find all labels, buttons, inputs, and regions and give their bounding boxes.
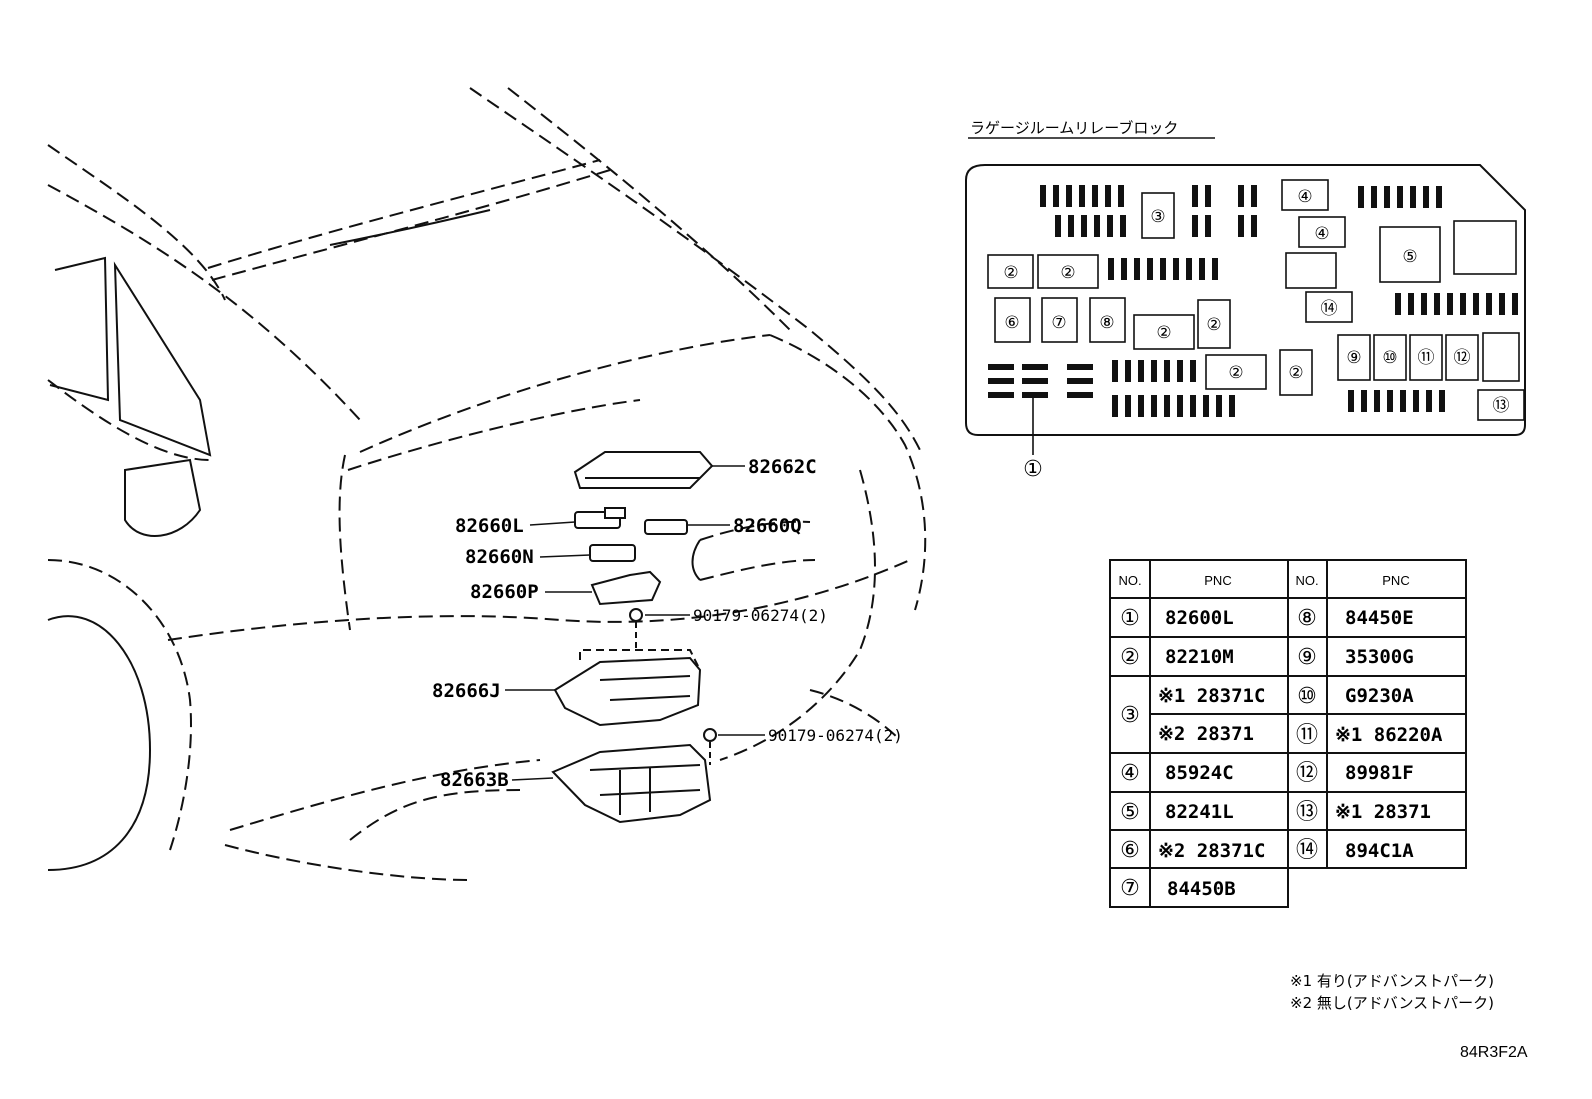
table-right-no-11: ⑪ [1296,723,1318,748]
relay-block-leader-ref: ① [1023,457,1043,482]
relay-position-boxes [987,179,1525,421]
relay-pos-4b: ④ [1314,224,1329,244]
fuse-slot-groups [988,185,1518,417]
table-left-pnc-3a: ※1 28371C [1158,685,1265,707]
callout-82662C: 82662C [748,456,817,478]
table-right-no-14: ⑭ [1296,838,1318,863]
part-82660N-relay [589,544,636,562]
table-right-no-10: ⑩ [1297,684,1317,709]
part-82666J-relay-block [553,649,702,727]
table-left-pnc-2: 82210M [1165,646,1234,668]
relay-pos-12: ⑫ [1454,348,1471,368]
table-right-pnc-8: 84450E [1345,607,1414,629]
relay-block-outline [965,164,1526,436]
leader-lines [505,465,765,781]
relay-pos-14: ⑭ [1321,299,1338,319]
table-right-pnc-12: 89981F [1345,762,1414,784]
table-right-no-8: ⑧ [1297,606,1317,631]
table-left-no-3: ③ [1120,703,1140,728]
callout-82660Q: 82660Q [733,515,802,537]
part-82663B-bracket [551,743,712,824]
car-outline [47,87,927,881]
table-header-pnc-right: PNC [1382,573,1409,588]
relay-block-title: ラゲージルームリレーブロック [970,119,1178,137]
table-right-pnc-11: ※1 86220A [1335,724,1443,746]
relay-pos-3: ③ [1150,207,1165,227]
relay-position-numbers: ③ ④ ④ ⑤ ② ② ⑭ ⑥ ⑦ ⑧ ② ② ② ② ⑨ ⑩ ⑪ ⑫ ⑬ [1003,187,1509,416]
table-left-no-4: ④ [1120,761,1140,786]
table-left-pnc-5: 82241L [1165,801,1234,823]
relay-pos-2a: ② [1003,263,1018,283]
relay-pos-4a: ④ [1297,187,1312,207]
table-right-pnc-14: 894C1A [1345,840,1414,862]
relay-pos-5: ⑤ [1402,247,1417,267]
part-82660L-relay [574,507,626,529]
callout-82660L: 82660L [455,515,524,537]
part-82660Q-relay [644,519,688,535]
table-left-pnc-1: 82600L [1165,607,1234,629]
table-right-no-9: ⑨ [1297,645,1317,670]
table-left-pnc-4: 85924C [1165,762,1234,784]
part-nut-upper [629,608,643,650]
table-right-no-12: ⑫ [1296,761,1318,786]
relay-pos-7: ⑦ [1051,313,1066,333]
car-solid-lines [47,209,701,871]
relay-pos-9: ⑨ [1346,348,1361,368]
table-left-no-1: ① [1120,606,1140,631]
relay-pos-13: ⑬ [1493,396,1510,416]
callout-82660P: 82660P [470,581,539,603]
table-left-no-6: ⑥ [1120,838,1140,863]
pnc-table: NO. PNC NO. PNC ① ② ③ ④ ⑤ ⑥ ⑦ 82600L 822… [1109,559,1467,908]
relay-pos-10: ⑩ [1382,348,1397,368]
relay-pos-2c: ② [1156,323,1171,343]
relay-pos-2b: ② [1060,263,1075,283]
part-82662C-cover [573,451,714,489]
table-left-no-2: ② [1120,645,1140,670]
table-left-pnc-3b: ※2 28371 [1158,723,1254,745]
relay-pos-11: ⑪ [1418,348,1435,368]
note-1: ※1 有り(アドバンストパーク) [1290,972,1494,990]
table-left-pnc-7: 84450B [1167,878,1236,900]
relay-pos-2e: ② [1228,363,1243,383]
callout-82666J: 82666J [432,680,501,702]
callout-82660N: 82660N [465,546,534,568]
table-right-pnc-9: 35300G [1345,646,1414,668]
note-2: ※2 無し(アドバンストパーク) [1290,994,1494,1012]
table-left-pnc-6: ※2 28371C [1158,840,1265,862]
table-header-pnc-left: PNC [1204,573,1231,588]
callout-nut-upper: 90179-06274(2) [693,606,828,625]
table-header-no-left: NO. [1118,573,1141,588]
callout-nut-lower: 90179-06274(2) [768,726,903,745]
table-right-pnc-10: G9230A [1345,685,1414,707]
relay-pos-6: ⑥ [1004,313,1019,333]
table-header-no-right: NO. [1295,573,1318,588]
table-right-no-13: ⑬ [1296,800,1318,825]
callout-82663B: 82663B [440,769,509,791]
figure-code: 84R3F2A [1460,1044,1528,1061]
relay-pos-2f: ② [1288,363,1303,383]
table-left-no-7: ⑦ [1120,876,1140,901]
relay-pos-8: ⑧ [1099,313,1114,333]
part-nut-lower [703,728,717,765]
table-right-pnc-13: ※1 28371 [1335,801,1431,823]
relay-pos-2d: ② [1206,315,1221,335]
table-left-no-5: ⑤ [1120,800,1140,825]
part-82660P-relay [590,570,662,606]
